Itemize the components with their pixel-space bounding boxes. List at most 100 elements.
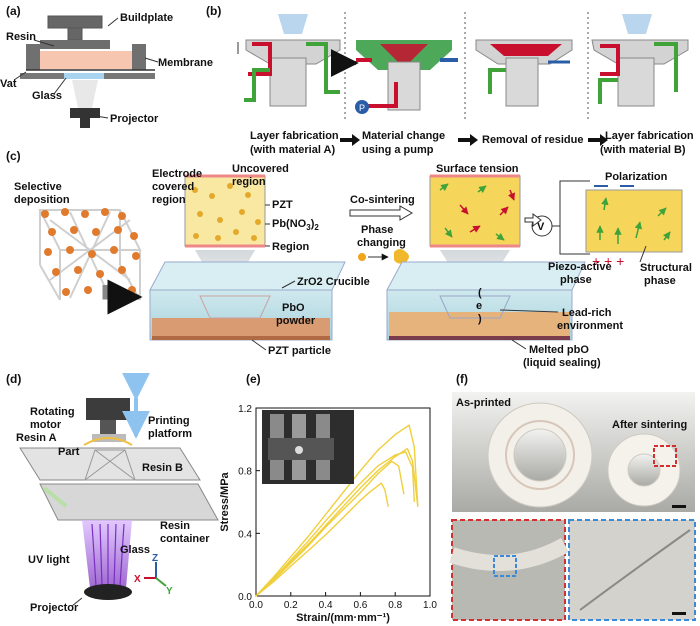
panel-d: (d) Rotating motor Printing platform Res… xyxy=(6,372,219,614)
uv-rays xyxy=(91,523,125,587)
label-projector-d: Projector xyxy=(30,602,79,614)
projector-d xyxy=(84,584,132,600)
grain-arrows-mid xyxy=(439,183,515,241)
flow-arrow-1 xyxy=(340,134,360,146)
label-piezo-1: Piezo-active xyxy=(548,261,612,273)
projector-foot xyxy=(80,118,90,128)
label-electrode-2: covered xyxy=(152,181,194,193)
zoom-box-red xyxy=(653,445,677,467)
paren-open: ( xyxy=(478,287,482,299)
y-tick-label: 0.8 xyxy=(238,467,252,478)
series-line-2 xyxy=(255,451,415,597)
rotating-motor xyxy=(86,398,130,420)
series-line-4 xyxy=(255,482,389,597)
panel-c: (c) Selective deposition Electrode cover… xyxy=(6,149,692,369)
label-uv-light: UV light xyxy=(28,554,70,566)
buildplate xyxy=(47,15,103,41)
label-printing-2: platform xyxy=(148,428,192,440)
label-resin: Resin xyxy=(6,31,36,43)
scale-bar-zoom xyxy=(672,612,686,615)
label-as-printed: As-printed xyxy=(456,397,511,409)
step4-line1: Layer fabrication xyxy=(605,130,694,142)
panel-b: (b) P xyxy=(206,4,694,156)
label-part: Part xyxy=(58,446,80,458)
label-uncovered-2: region xyxy=(232,176,266,188)
label-after-sintering: After sintering xyxy=(612,419,687,431)
x-tick-label: 0.2 xyxy=(284,600,298,611)
label-phase-2: changing xyxy=(357,237,406,249)
part-lattice xyxy=(84,449,136,481)
voltage-letter: V xyxy=(537,221,545,233)
device-step4 xyxy=(591,14,689,107)
label-pbo-1: PbO xyxy=(282,302,305,314)
label-selective-1: Selective xyxy=(14,181,62,193)
label-electrode-3: region xyxy=(152,194,186,206)
label-glass-d: Glass xyxy=(120,544,150,556)
y-tick-label: 0.0 xyxy=(238,592,252,603)
device-step2: P xyxy=(330,40,458,114)
cosinter-arrow xyxy=(349,205,413,221)
label-resin-a: Resin A xyxy=(16,432,57,444)
scale-bar-main xyxy=(672,505,686,508)
step3-line1: Removal of residue xyxy=(482,134,583,146)
panel-f-label: (f) xyxy=(456,372,468,386)
label-zro2: ZrO2 Crucible xyxy=(297,276,370,288)
projector-beam xyxy=(72,80,98,108)
label-pbno3: Pb(NO3)2 xyxy=(272,218,319,232)
e-letter: e xyxy=(476,300,482,312)
panel-e-label: (e) xyxy=(246,372,261,386)
glass xyxy=(64,73,104,79)
label-projector: Projector xyxy=(110,113,159,125)
label-leadrich-2: environment xyxy=(557,320,623,332)
vat-walls xyxy=(26,44,146,70)
label-resin-b: Resin B xyxy=(142,462,183,474)
step1-line2: (with material A) xyxy=(250,144,335,156)
label-pzt: PZT xyxy=(272,199,293,211)
label-vat: Vat xyxy=(0,78,17,90)
pzt-particles-left xyxy=(192,183,261,241)
panel-a-label: (a) xyxy=(6,4,21,18)
plot-frame xyxy=(255,407,431,597)
label-phase-1: Phase xyxy=(361,224,393,236)
panel-c-label: (c) xyxy=(6,149,21,163)
axis-x-label: X xyxy=(134,574,141,585)
step2-line1: Material change xyxy=(362,130,445,142)
crucible-right xyxy=(386,261,586,341)
flow-arrow-2 xyxy=(458,134,478,146)
grain-arrows-right xyxy=(596,197,671,244)
label-uncovered-1: Uncovered xyxy=(232,163,289,175)
label-glass: Glass xyxy=(32,90,62,102)
hook-arrow xyxy=(102,279,143,315)
ring-after-sintering xyxy=(607,433,681,507)
label-membrane: Membrane xyxy=(158,57,213,69)
label-printing-1: Printing xyxy=(148,415,190,427)
x-tick-label: 0.6 xyxy=(353,600,367,611)
label-buildplate: Buildplate xyxy=(120,12,173,24)
y-axis-label: Stress/MPa xyxy=(219,471,231,531)
inset-photo xyxy=(262,410,354,484)
paren-close: ) xyxy=(478,313,482,325)
panel-d-label: (d) xyxy=(6,372,21,386)
resin-tray-a xyxy=(19,447,201,481)
crucible-left xyxy=(149,261,346,341)
panel-a: (a) Buildplate Resin Membrane Vat Glass … xyxy=(0,4,213,128)
step4-line2: (with material B) xyxy=(600,144,686,156)
x-tick-label: 0.0 xyxy=(249,600,263,611)
x-axis-label: Strain/(mm·mm⁻¹) xyxy=(296,612,390,624)
resin-tray-b xyxy=(39,483,219,521)
step1-line1: Layer fabrication xyxy=(250,130,339,142)
y-tick-label: 1.2 xyxy=(238,404,252,415)
ring-as-printed xyxy=(487,402,593,508)
axis-z-label: Z xyxy=(152,553,158,564)
label-melted-1: Melted pbO xyxy=(529,344,589,356)
axis-triad-icon: Z X Y xyxy=(134,553,173,597)
zoom-box-blue xyxy=(493,555,517,577)
label-resin-container-1: Resin xyxy=(160,520,190,532)
step2-line2: using a pump xyxy=(362,144,434,156)
label-surface-tension: Surface tension xyxy=(436,163,519,175)
label-structural-1: Structural xyxy=(640,262,692,274)
label-pzt-particle: PZT particle xyxy=(268,345,331,357)
series-line-3 xyxy=(255,460,405,597)
